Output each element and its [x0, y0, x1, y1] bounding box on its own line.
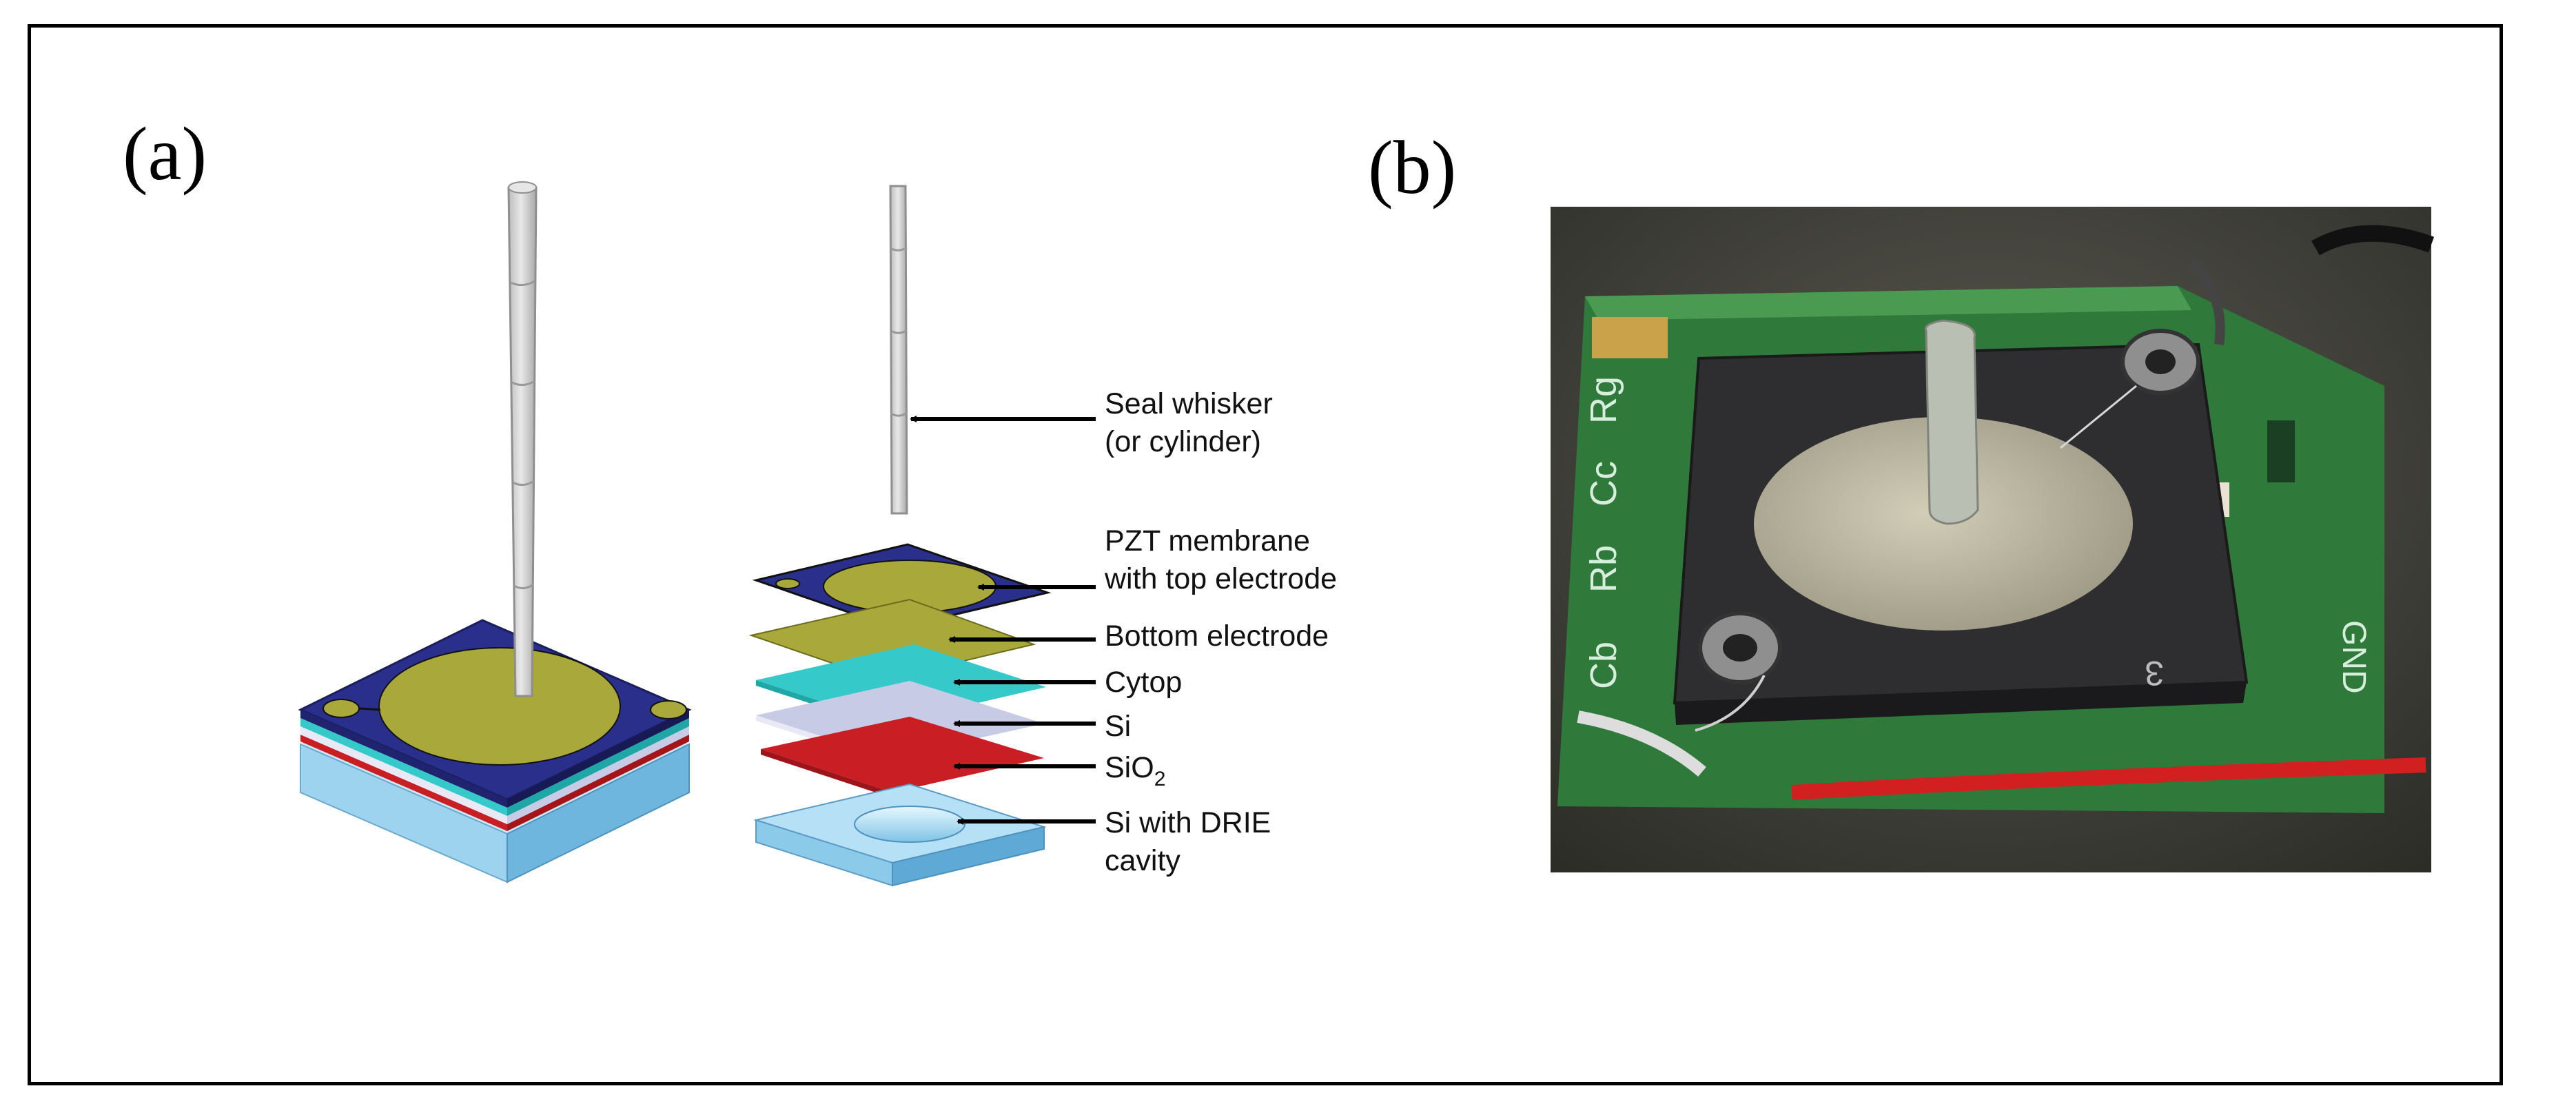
- pzt-left-edge: [300, 710, 507, 808]
- whisker-post: [1924, 319, 1979, 525]
- board-label-cc: Cc: [1583, 461, 1624, 507]
- drie-substrate-right: [892, 826, 1045, 887]
- whisker-assembled: [507, 186, 538, 697]
- callout-cytop: Cytop: [1105, 666, 1182, 699]
- board-label-gnd: GND: [2335, 620, 2372, 694]
- contact-pad-left: [323, 699, 360, 718]
- callout-bottom-electrode: Bottom electrode: [1105, 620, 1329, 653]
- sio2-stripe-right: [507, 735, 689, 831]
- callout-pzt-membrane: PZT membrane: [1105, 524, 1310, 558]
- assembled-device: [298, 181, 692, 883]
- si-stripe-left: [300, 726, 507, 824]
- callout-si: Si: [1105, 710, 1131, 743]
- cytop-stripe-left: [300, 718, 507, 816]
- callout-top-electrode: with top electrode: [1104, 562, 1337, 595]
- chip-mark: 3: [2145, 654, 2164, 693]
- board-label-rg: Rg: [1583, 376, 1624, 424]
- contact-pad-right-b: [650, 700, 687, 719]
- sio2-stripe-left: [300, 735, 507, 831]
- callout-si-drie: Si with DRIE: [1105, 806, 1271, 839]
- drie-cavity: [854, 806, 965, 843]
- panel-b-label: (b): [1368, 125, 1457, 209]
- red-wire: [1791, 757, 2426, 800]
- figure-border: [28, 24, 2503, 1085]
- board-label-cb: Cb: [1583, 642, 1624, 689]
- callout-or-cylinder: (or cylinder): [1105, 425, 1261, 458]
- pzt-right-edge: [507, 710, 689, 808]
- exploded-view: Seal whisker (or cylinder) PZT membrane …: [748, 185, 1337, 887]
- sio2-layer: [761, 717, 1044, 792]
- cytop-stripe-right: [507, 718, 689, 816]
- device-photo: Cb Rb Cc Rg GND 3: [1551, 207, 2435, 872]
- substrate-right-face: [507, 743, 690, 883]
- callout-cavity: cavity: [1105, 844, 1180, 877]
- board-label-rb: Rb: [1583, 545, 1624, 593]
- si-stripe-right: [507, 726, 689, 824]
- whisker-exploded: [889, 185, 908, 515]
- callout-seal-whisker: Seal whisker: [1105, 387, 1273, 420]
- callout-sio2: SiO2: [1105, 751, 1165, 790]
- panel-a-label: (a): [123, 112, 207, 196]
- top-electrode-disc: [378, 647, 621, 766]
